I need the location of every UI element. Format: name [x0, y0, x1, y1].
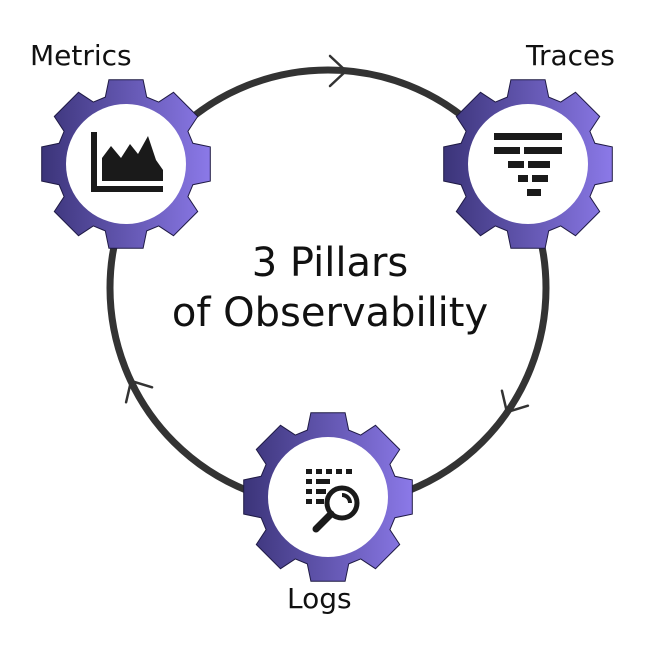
arrow-right-icon [500, 389, 530, 414]
log-search-icon [306, 469, 360, 533]
logs-gear [243, 412, 413, 582]
metrics-gear [41, 79, 211, 249]
metrics-label: Metrics [30, 39, 132, 72]
traces-gear [443, 79, 613, 249]
arrow-top-icon [328, 54, 348, 88]
traces-label: Traces [526, 39, 615, 72]
trace-waterfall-icon [494, 133, 562, 196]
title-line-2: of Observability [171, 290, 489, 336]
area-chart-icon [91, 132, 163, 192]
title-line-1: 3 Pillars [251, 240, 409, 286]
arrow-left-icon [124, 379, 154, 404]
logs-label: Logs [287, 582, 352, 615]
diagram-title: 3 Pillars of Observability [140, 238, 520, 338]
